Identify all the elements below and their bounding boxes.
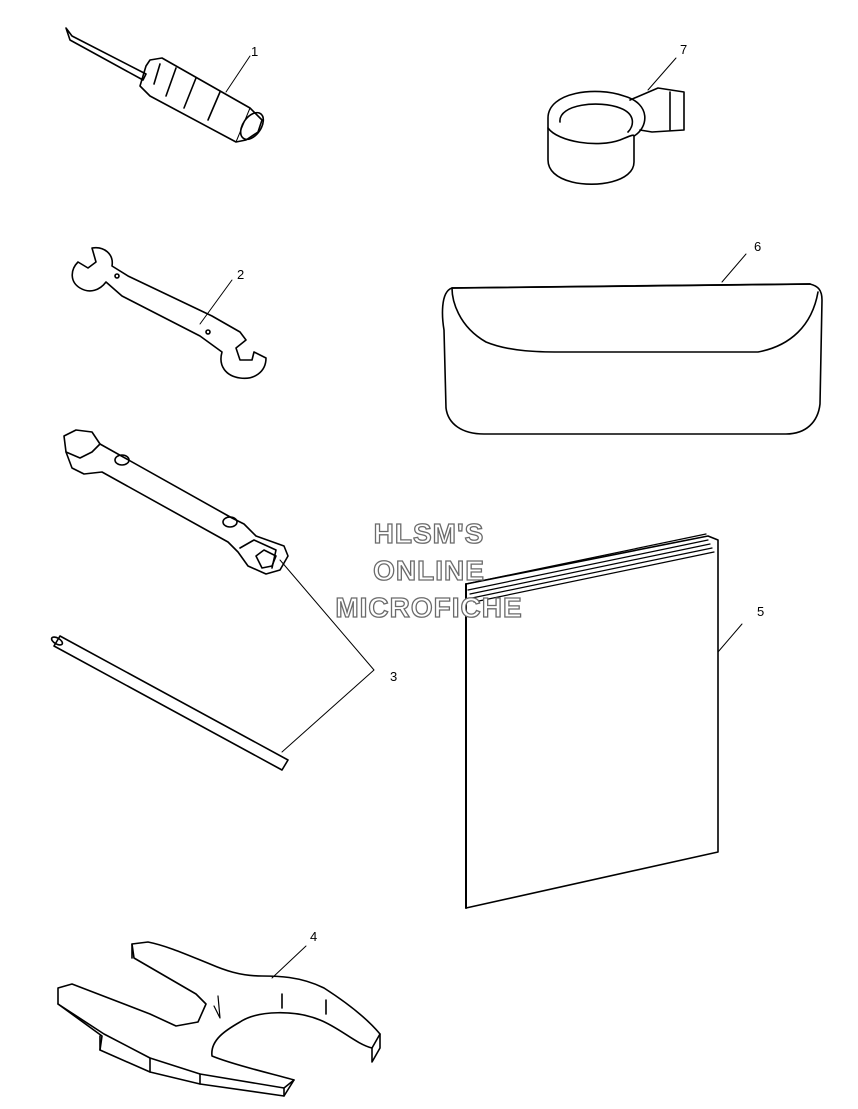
leader-line-2 xyxy=(199,279,233,325)
leader-line-6 xyxy=(721,253,747,283)
strap-drawing xyxy=(547,87,685,185)
owners-manual-drawing xyxy=(465,533,719,909)
leader-line-4 xyxy=(271,945,307,979)
watermark-line-3: MICROFICHE xyxy=(335,592,523,623)
callout-3: 3 xyxy=(390,669,398,684)
callout-6: 6 xyxy=(754,239,762,254)
spanner-tool-drawing xyxy=(57,941,381,1097)
screwdriver-drawing xyxy=(65,27,265,143)
leader-line-5 xyxy=(717,623,743,653)
leader-line-7 xyxy=(647,57,677,91)
callout-7: 7 xyxy=(680,42,688,57)
callout-5: 5 xyxy=(757,604,765,619)
callout-4: 4 xyxy=(310,929,318,944)
watermark-line-2: ONLINE xyxy=(372,555,485,586)
open-end-wrench-drawing xyxy=(71,246,267,380)
callout-1: 1 xyxy=(251,44,259,59)
callout-2: 2 xyxy=(237,267,245,282)
leader-line-3 xyxy=(279,559,375,753)
leader-line-1 xyxy=(225,55,251,93)
tool-pouch-drawing xyxy=(441,283,823,435)
watermark-line-1: HLSM'S xyxy=(373,518,485,549)
tommy-bar-drawing xyxy=(50,635,289,771)
socket-wrench-drawing xyxy=(63,429,289,575)
